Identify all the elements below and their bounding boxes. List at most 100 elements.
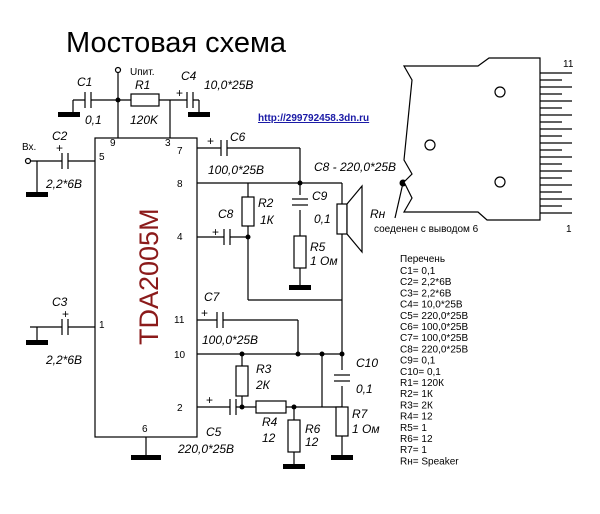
input-label: Вх. (22, 142, 36, 153)
resistor-r6 (287, 419, 301, 453)
ground-icon (283, 464, 305, 469)
parts-list-item: R1= 120К (400, 378, 444, 389)
svg-text:+: + (207, 134, 214, 148)
ground-icon (188, 112, 210, 117)
parts-list-item: C1= 0,1 (400, 266, 436, 277)
polarity-marks: + + + + + + + (56, 86, 219, 407)
resistor-r4 (255, 400, 287, 414)
c7-value: 100,0*25В (202, 333, 258, 347)
ground-icon (26, 192, 48, 197)
c2-name: C2 (52, 129, 68, 143)
c6-value: 100,0*25В (208, 163, 264, 177)
r1-value: 120K (130, 113, 159, 127)
resistor-r7 (335, 406, 349, 437)
parts-list-item: R3= 2К (400, 400, 433, 411)
r2-name: R2 (258, 196, 274, 210)
r6-name: R6 (305, 422, 321, 436)
r3-name: R3 (256, 362, 272, 376)
r4-value: 12 (262, 431, 276, 445)
parts-list-item: R7= 1 (400, 445, 427, 456)
c9-name: C9 (312, 189, 328, 203)
ground-icon (131, 455, 161, 460)
resistors (130, 93, 349, 453)
ground-icon (26, 340, 48, 345)
c4-name: C4 (181, 69, 197, 83)
c9-value: 0,1 (314, 212, 331, 226)
supply-label: Uпит. (130, 67, 154, 78)
parts-list-item: C9= 0,1 (400, 356, 436, 367)
parts-list-item: R2= 1К (400, 389, 433, 400)
parts-list-item: C7= 100,0*25В (400, 333, 468, 344)
package-pin-top: 11 (563, 59, 574, 70)
supply-terminal (114, 66, 122, 74)
ic-label: TDA2005M (134, 208, 164, 345)
c2-value: 2,2*6В (45, 177, 82, 191)
pin-7: 7 (177, 146, 183, 157)
capacitors (61, 92, 350, 415)
ground-symbols (26, 112, 353, 469)
resistor-r1 (130, 93, 160, 107)
r7-value: 1 Ом (352, 422, 380, 436)
svg-text:+: + (212, 225, 219, 239)
load-cap-note: C8 - 220,0*25В (314, 160, 396, 174)
c4-value: 10,0*25В (204, 78, 253, 92)
r6-value: 12 (305, 435, 319, 449)
c6-name: C6 (230, 130, 246, 144)
svg-text:+: + (56, 141, 63, 155)
svg-text:+: + (206, 393, 213, 407)
parts-list-item: R4= 12 (400, 412, 433, 423)
r3-value: 2К (255, 378, 271, 392)
c1-value: 0,1 (85, 113, 102, 127)
ground-icon (289, 285, 311, 290)
c10-value: 0,1 (356, 382, 373, 396)
parts-list-item: C3= 2,2*6В (400, 288, 452, 299)
svg-text:+: + (62, 307, 69, 321)
c8-name: C8 (218, 207, 234, 221)
input-terminal (24, 157, 32, 165)
r2-value: 1К (260, 213, 275, 227)
package-pin-bottom: 1 (566, 224, 572, 235)
c3-value: 2,2*6В (45, 353, 82, 367)
pin-4: 4 (177, 232, 183, 243)
ground-icon (58, 112, 80, 117)
ground-icon (331, 455, 353, 460)
parts-list-heading: Перечень (400, 254, 445, 265)
parts-list-item: C6= 100,0*25В (400, 322, 468, 333)
source-link[interactable]: http://299792458.3dn.ru (258, 113, 369, 124)
parts-list-item: R5= 1 (400, 423, 427, 434)
resistor-r2 (241, 196, 255, 227)
c10-name: C10 (356, 356, 378, 370)
package-outline (394, 57, 572, 221)
svg-text:+: + (201, 306, 208, 320)
parts-list-item: R6= 12 (400, 434, 433, 445)
parts-list-item: Rн= Speaker (400, 456, 459, 467)
pin-11: 11 (174, 315, 185, 326)
schematic-title: Мостовая схема (66, 27, 287, 59)
c5-name: C5 (206, 425, 222, 439)
pin-10: 10 (174, 350, 186, 361)
pin-8: 8 (177, 179, 183, 190)
pin-5: 5 (99, 152, 105, 163)
pin-6: 6 (142, 424, 148, 435)
pin-2: 2 (177, 403, 183, 414)
r5-value: 1 Ом (310, 254, 338, 268)
wires (30, 72, 343, 464)
c5-value: 220,0*25В (177, 442, 234, 456)
ic-body (94, 137, 198, 438)
parts-list-item: C2= 2,2*6В (400, 277, 452, 288)
resistor-r5 (293, 235, 307, 269)
parts-list-item: C8= 220,0*25В (400, 344, 468, 355)
r5-name: R5 (310, 240, 326, 254)
r4-name: R4 (262, 415, 278, 429)
pin-1: 1 (99, 320, 105, 331)
package-note: соеденен с выводом 6 (374, 224, 479, 235)
parts-list-item: C4= 10,0*25В (400, 300, 463, 311)
c7-name: C7 (204, 290, 221, 304)
parts-list-item: C10= 0,1 (400, 367, 441, 378)
parts-list-item: C5= 220,0*25В (400, 311, 468, 322)
speaker-label: Rн (370, 207, 386, 221)
r7-name: R7 (352, 407, 369, 421)
c3-name: C3 (52, 295, 68, 309)
